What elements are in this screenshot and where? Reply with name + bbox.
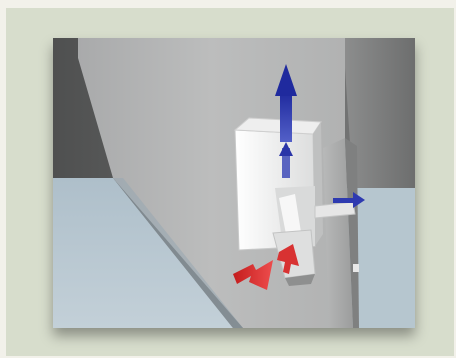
pillar-bracket bbox=[353, 264, 359, 272]
render-photo bbox=[53, 38, 415, 328]
render-scene bbox=[53, 38, 415, 328]
